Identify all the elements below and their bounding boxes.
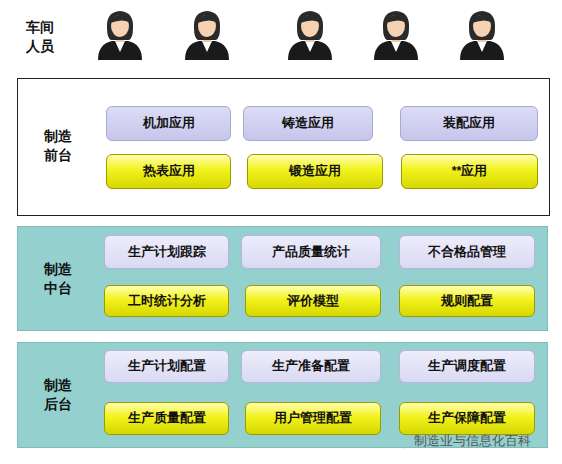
module-text: 生产调度配置 [428,358,506,375]
module-box: 生产计划配置 [104,350,229,383]
module-box: 工时统计分析 [104,285,229,317]
module-box: 规则配置 [399,285,535,317]
module-box: 不合格品管理 [399,235,535,269]
module-text: 生产质量配置 [128,410,206,427]
module-text: 热表应用 [143,163,195,180]
module-text: 产品质量统计 [272,244,350,261]
watermark: 制造业与信息化百科 [414,433,531,450]
module-box: 生产质量配置 [104,402,229,435]
layer-band: 制造 后台 生产计划配置 生产准备配置 生产调度配置生产质量配置 用户管理配置 生产保障配… [17,342,548,448]
band-label: 制造 中台 [42,260,74,298]
layer-band: 制造 中台 生产计划跟踪 产品质量统计 不合格品管理工时统计分析 评价模型 规则配置 [17,226,548,331]
module-text: 铸造应用 [282,115,334,132]
module-box: **应用 [401,154,538,189]
module-box: 装配应用 [400,106,538,141]
module-box: 产品质量统计 [241,235,381,269]
module-box: 评价模型 [245,285,381,317]
module-text: 生产计划跟踪 [128,244,206,261]
module-box: 生产调度配置 [399,350,535,383]
module-text: 装配应用 [443,115,495,132]
module-text: 评价模型 [287,293,339,310]
module-box: 铸造应用 [243,106,373,141]
band-label: 制造 前台 [42,127,74,165]
module-text: 工时统计分析 [128,293,206,310]
people-label: 车间 人员 [24,18,56,56]
module-box: 生产保障配置 [399,402,535,435]
module-text: 生产计划配置 [128,358,206,375]
module-box: 生产计划跟踪 [104,235,229,269]
module-text: 规则配置 [441,293,493,310]
module-box: 机加应用 [106,106,231,141]
module-text: 用户管理配置 [274,410,352,427]
module-text: 生产准备配置 [272,358,350,375]
module-text: 锻造应用 [289,163,341,180]
layer-band: 制造 前台 机加应用 铸造应用 装配应用热表应用 锻造应用 **应用 [17,78,550,216]
module-text: 不合格品管理 [428,244,506,261]
module-box: 锻造应用 [247,154,383,189]
module-text: 生产保障配置 [428,410,506,427]
module-text: 机加应用 [143,115,195,132]
people-illustration [0,0,562,70]
module-box: 生产准备配置 [241,350,381,383]
module-box: 用户管理配置 [245,402,381,435]
module-text: **应用 [452,163,488,180]
band-label: 制造 后台 [42,376,74,414]
module-box: 热表应用 [106,154,231,189]
